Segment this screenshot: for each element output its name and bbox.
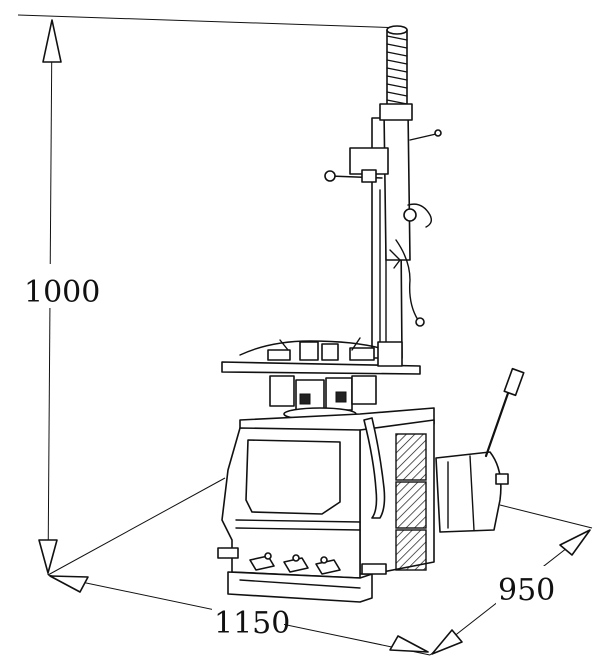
locking-knob-icon[interactable] xyxy=(324,170,336,182)
clamp-jaw xyxy=(267,349,291,361)
clamp-jaw xyxy=(321,343,339,361)
depth-dimension: 950 xyxy=(429,504,593,656)
mount-arm xyxy=(324,103,442,327)
right-base-extension-line xyxy=(499,504,593,529)
top-extension-line xyxy=(17,14,406,29)
hatched-panel xyxy=(395,481,427,529)
length-left-arrow-icon xyxy=(49,575,89,593)
height-top-arrow-icon xyxy=(42,19,62,63)
length-dimension: 1150 xyxy=(47,477,431,656)
hatched-panel xyxy=(395,433,427,481)
bead-breaker-arm xyxy=(363,417,386,519)
depth-bottom-arrow-icon xyxy=(431,629,463,655)
bead-breaker-blade xyxy=(435,367,525,533)
depth-dimension-label: 950 xyxy=(498,573,555,608)
coil-spring xyxy=(386,25,408,111)
height-dimension: 1000 xyxy=(17,14,406,576)
clamp-jaw xyxy=(349,347,375,361)
length-right-arrow-icon xyxy=(389,635,429,653)
cabinet-front-panel xyxy=(245,439,341,515)
tire-changer-machine xyxy=(217,25,525,603)
height-bottom-arrow-icon xyxy=(38,539,58,574)
left-base-extension-line xyxy=(47,477,226,576)
clamp-jaw xyxy=(299,341,319,361)
height-dimension-label: 1000 xyxy=(24,275,100,310)
machine-cabinet xyxy=(221,407,435,579)
depth-top-arrow-icon xyxy=(559,529,591,556)
turntable xyxy=(221,337,421,375)
machine-base xyxy=(217,547,387,603)
hatched-panel xyxy=(395,529,427,571)
length-dimension-label: 1150 xyxy=(214,606,290,641)
jaw-cylinders xyxy=(269,375,377,421)
foot-pedal[interactable] xyxy=(315,559,341,575)
